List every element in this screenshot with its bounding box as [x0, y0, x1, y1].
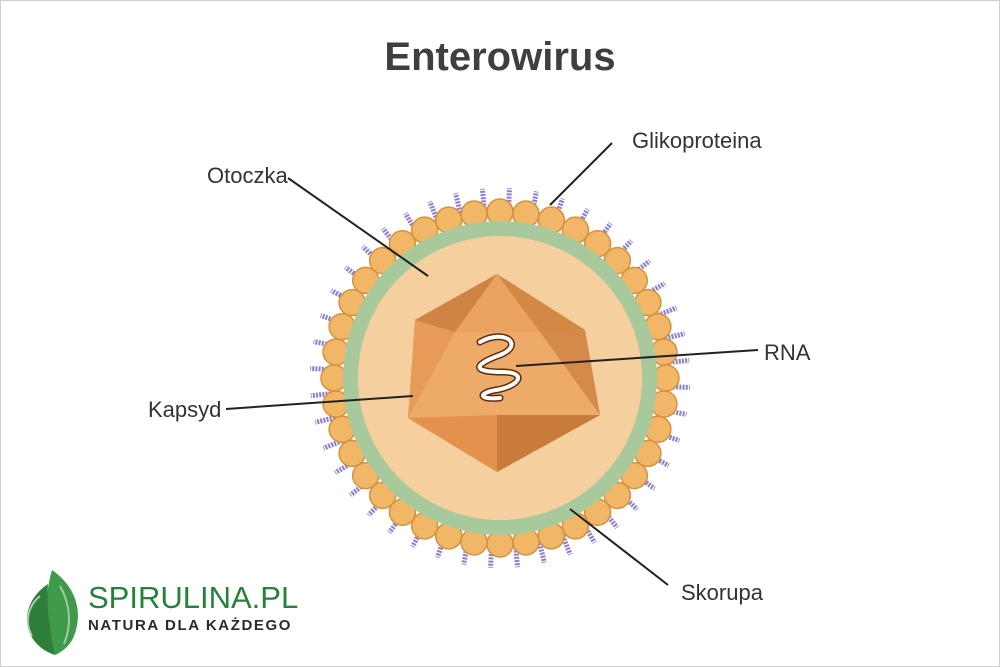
brand-suffix: .PL: [252, 580, 299, 615]
leader-envelope: [287, 177, 429, 277]
capsid-face-top-right: [497, 274, 585, 332]
capsid-face-top-left: [415, 274, 497, 332]
brand-tagline: NATURA DLA KAŻDEGO: [88, 617, 292, 634]
label-rna: RNA: [764, 340, 811, 365]
label-envelope: Otoczka: [207, 163, 288, 188]
leader-glycoprotein: [549, 142, 613, 206]
leader-shell: [569, 508, 669, 586]
leader-rna: [515, 349, 759, 367]
capsid-face-right: [540, 330, 600, 415]
capsid-face-top: [455, 274, 540, 332]
glycoprotein-spike: [453, 192, 463, 214]
brand-wordmark: SPIRULINA.PL: [88, 580, 298, 615]
capsid-face-bottom-left: [408, 415, 497, 472]
brand-logo: SPIRULINA.PL NATURA DLA KAŻDEGO: [26, 570, 298, 655]
glycoprotein-spike: [664, 331, 686, 341]
diagram-title: Enterowirus: [384, 35, 615, 79]
brand-name: SPIRULINA: [88, 580, 252, 615]
glycoprotein-spike: [314, 415, 336, 425]
leader-capsid: [225, 395, 414, 410]
rna-strand: [476, 333, 522, 402]
label-glycoprotein: Glikoproteina: [632, 128, 762, 153]
envelope-beads: [320, 198, 680, 558]
capsid-face-left: [408, 320, 455, 418]
glycoprotein-spike: [537, 542, 547, 564]
label-shell: Skorupa: [681, 580, 764, 605]
label-capsid: Kapsyd: [148, 397, 221, 422]
virus: [310, 188, 690, 568]
capsid-face-bottom-right: [497, 415, 600, 472]
leaf-icon: [26, 570, 78, 655]
